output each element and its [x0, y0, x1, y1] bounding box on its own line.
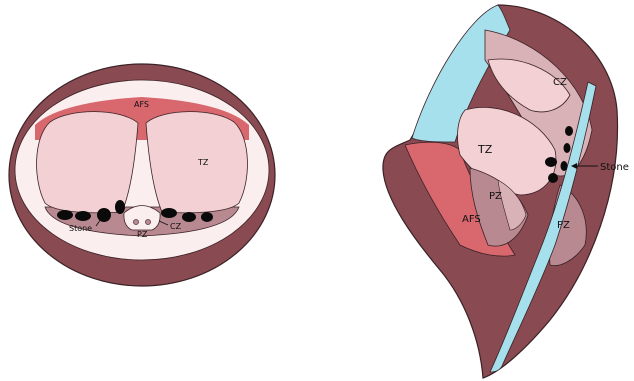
- sagittal-cz-label: CZ: [553, 77, 567, 88]
- urethra-duct-left: [133, 219, 138, 224]
- stone: [201, 212, 213, 222]
- sagittal-tz-label: TZ: [477, 143, 493, 156]
- axial-tz-label: TZ: [197, 158, 209, 167]
- axial-view: AFS TZ Stone CZ PZ: [9, 64, 275, 286]
- stone: [75, 211, 91, 221]
- stone: [548, 173, 558, 183]
- stone: [565, 126, 573, 136]
- sagittal-view: CZ TZ Stone PZ AFS PZ: [383, 5, 629, 378]
- stone: [161, 208, 177, 218]
- axial-pz-label: PZ: [137, 230, 148, 239]
- sagittal-pz-outer-label: PZ: [557, 220, 570, 231]
- stone: [561, 161, 568, 171]
- axial-tz-right-lobe: [146, 112, 247, 213]
- stone: [115, 200, 125, 214]
- axial-tz-left-lobe: [37, 112, 138, 213]
- axial-stone-label: Stone: [69, 224, 92, 233]
- axial-cz-label: CZ: [170, 222, 182, 231]
- stone: [182, 212, 196, 222]
- sagittal-pz-inner-label: PZ: [489, 191, 502, 202]
- stone: [57, 210, 73, 220]
- stone: [545, 157, 557, 167]
- axial-afs-label: AFS: [134, 100, 149, 109]
- sagittal-afs-label: AFS: [462, 214, 481, 225]
- sagittal-stone-label: Stone: [600, 162, 629, 173]
- stone: [564, 143, 571, 153]
- urethra-duct-right: [145, 219, 150, 224]
- stone: [97, 208, 111, 222]
- axial-cz-urethra-region: [124, 206, 160, 231]
